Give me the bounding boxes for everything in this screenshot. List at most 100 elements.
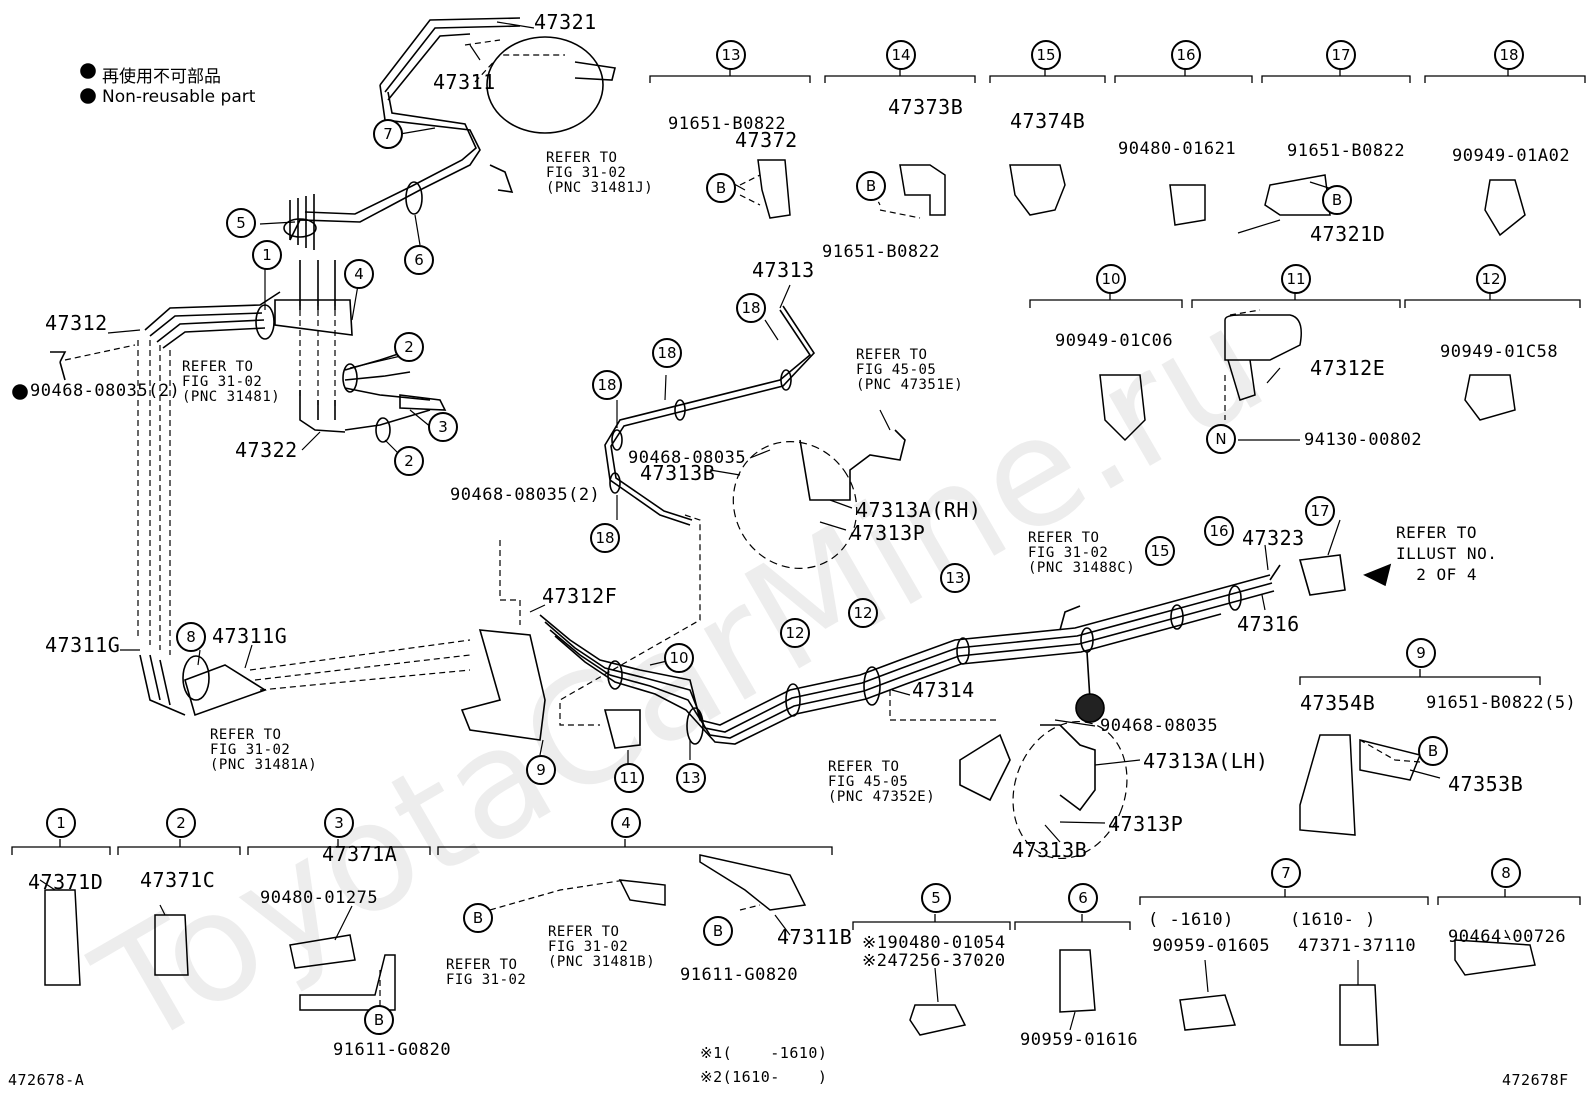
part-label: 90949-01A02 [1452, 146, 1571, 166]
circled-3-bottom: 3 [324, 808, 354, 838]
part-label: ※190480-01054 [862, 933, 1006, 953]
part-label: 90468-08035(2) [30, 381, 181, 401]
part-label: 47314 [912, 678, 975, 702]
part-label: 90959-01605 [1152, 936, 1271, 956]
detail-callouts [732, 441, 1128, 860]
refer-note: REFER TO FIG 45-05 (PNC 47352E) [828, 759, 936, 805]
part-label: ※247256-37020 [862, 951, 1006, 971]
footer-note-2: ※2(1610- ) [700, 1068, 828, 1086]
legend-en: Non-reusable part [102, 87, 256, 107]
part-label: 90468-08035 [1100, 716, 1219, 736]
part-label: 47313B [1012, 838, 1088, 862]
part-label: 47313P [1108, 812, 1184, 836]
part-label: 47313P [850, 521, 926, 545]
footer-left-code: 472678-A [8, 1071, 85, 1089]
circled-7-bottom: 7 [1271, 858, 1301, 888]
part-label: 47311 [433, 70, 496, 94]
circled-b: B [703, 916, 733, 946]
circled-b: B [364, 1005, 394, 1035]
circled-17-main: 17 [1305, 496, 1335, 526]
circled-1-bottom: 1 [46, 808, 76, 838]
circled-18-b: 18 [652, 338, 682, 368]
circled-2-bottom: 2 [166, 808, 196, 838]
circled-11: 11 [1281, 264, 1311, 294]
circled-11-main: 11 [614, 763, 644, 793]
part-label: 47373B [888, 95, 964, 119]
circled-6-bottom: 6 [1068, 883, 1098, 913]
part-label: 47354B [1300, 691, 1376, 715]
circled-12-main-a: 12 [780, 618, 810, 648]
nonreusable-dot-icon [80, 88, 96, 104]
circled-5: 5 [226, 208, 256, 238]
circled-15-main: 15 [1145, 536, 1175, 566]
part-label: 47371A [322, 842, 398, 866]
circled-2-lower: 2 [394, 446, 424, 476]
part-label: 91651-B0822 [668, 114, 787, 134]
footer-note-1: ※1( -1610) [700, 1044, 828, 1062]
circled-13: 13 [716, 40, 746, 70]
circled-9-right: 9 [1406, 638, 1436, 668]
part-label: 47313B [640, 461, 716, 485]
part-label: 47312 [45, 311, 108, 335]
circled-1: 1 [252, 240, 282, 270]
circled-13-main-a: 13 [676, 763, 706, 793]
circled-16-main: 16 [1204, 516, 1234, 546]
part-label: ( -1610) [1148, 910, 1234, 930]
left-bracket-and-connector [139, 629, 641, 749]
part-label: 94130-00802 [1304, 430, 1423, 450]
part-label: (1610- ) [1290, 910, 1376, 930]
circled-4-bottom: 4 [611, 808, 641, 838]
circled-13-main-b: 13 [940, 563, 970, 593]
part-label: 47374B [1010, 109, 1086, 133]
part-label: 47353B [1448, 772, 1524, 796]
circled-b: B [463, 903, 493, 933]
circled-18-d: 18 [590, 523, 620, 553]
part-label: 90959-01616 [1020, 1030, 1139, 1050]
part-label: 47311G [212, 624, 288, 648]
nonreusable-dot-icon [80, 63, 96, 79]
refer-note: REFER TO FIG 31-02 (PNC 31481A) [210, 727, 318, 773]
part-label: 47316 [1237, 612, 1300, 636]
circled-16: 16 [1171, 40, 1201, 70]
refer-note: REFER TO FIG 31-02 (PNC 31481B) [548, 924, 656, 970]
part-label: 47372 [735, 128, 798, 152]
refer-note: REFER TO FIG 31-02 (PNC 31481) [182, 359, 281, 405]
circled-2-upper: 2 [394, 332, 424, 362]
part-label: 91651-B0822 [822, 242, 941, 262]
circled-10-main: 10 [664, 643, 694, 673]
part-label: 47312F [542, 584, 618, 608]
part-label: 47311G [45, 633, 121, 657]
circled-b: B [1418, 736, 1448, 766]
circled-5-bottom: 5 [921, 883, 951, 913]
part-label: 47371-37110 [1298, 936, 1417, 956]
part-label: 47322 [235, 438, 298, 462]
part-label: 91611-G0820 [333, 1040, 452, 1060]
part-label: 90949-01C06 [1055, 331, 1174, 351]
part-shapes [44, 159, 1536, 1046]
circled-14: 14 [886, 40, 916, 70]
refer-note: REFER TO ILLUST NO. 2 OF 4 [1396, 523, 1498, 584]
part-label: 47371C [140, 868, 216, 892]
center-upper-line [604, 305, 1096, 812]
part-label: 90468-08035 [628, 448, 747, 468]
part-label: 47313A(LH) [1143, 749, 1269, 773]
circled-4: 4 [344, 259, 374, 289]
refer-note: REFER TO FIG 31-02 (PNC 31488C) [1028, 530, 1136, 576]
nonreusable-dot-icon [12, 384, 28, 400]
part-label: 90464-00726 [1448, 927, 1567, 947]
left-brake-lines [50, 260, 447, 443]
part-label: 91651-B0822(5) [1426, 693, 1577, 713]
circled-12-main-b: 12 [848, 598, 878, 628]
part-label: 91651-B0822 [1287, 141, 1406, 161]
main-brake-lines [539, 554, 1392, 745]
refer-note: REFER TO FIG 45-05 (PNC 47351E) [856, 347, 964, 393]
circled-b: B [856, 171, 886, 201]
circled-15: 15 [1031, 40, 1061, 70]
footer-right-code: 472678F [1502, 1071, 1569, 1089]
part-label: 47313 [752, 258, 815, 282]
part-label: 47313A(RH) [856, 498, 982, 522]
circled-10: 10 [1096, 264, 1126, 294]
circled-7: 7 [373, 119, 403, 149]
part-label: 47321D [1310, 222, 1386, 246]
legend-jp: 再使用不可部品 [102, 67, 221, 87]
